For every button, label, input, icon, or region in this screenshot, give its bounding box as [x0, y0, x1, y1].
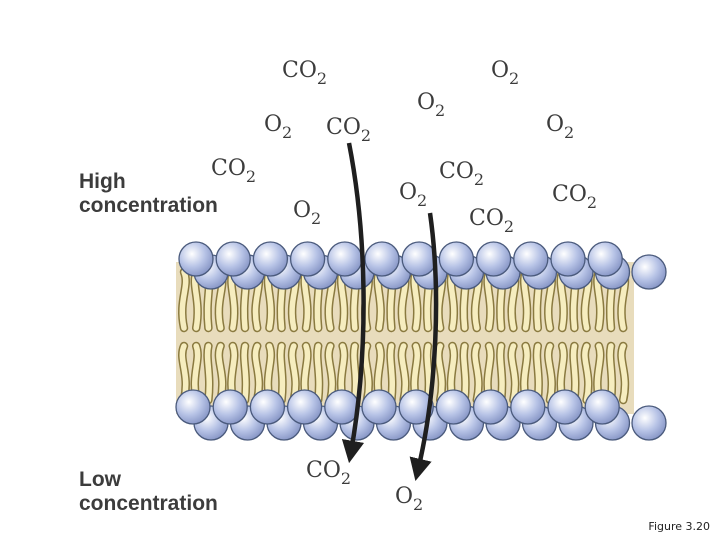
lipid-tail-lower-fill — [500, 346, 502, 400]
lipid-tail-lower-fill — [244, 346, 246, 400]
phospholipid-head — [477, 242, 511, 276]
lipid-tail-lower-fill — [281, 346, 283, 400]
o2-molecule: O2 — [399, 180, 427, 210]
phospholipid-head — [439, 242, 473, 276]
figure-caption: Figure 3.20 — [648, 520, 710, 533]
phospholipid-head — [436, 390, 470, 424]
lipid-tail-lower-fill — [427, 346, 429, 400]
lipid-tail-lower-fill — [464, 346, 466, 400]
cell-membrane — [176, 242, 666, 440]
phospholipid-head — [632, 255, 666, 289]
o2-molecule: O2 — [395, 484, 423, 514]
phospholipid-head — [250, 390, 284, 424]
low-label-line2: concentration — [79, 492, 218, 516]
phospholipid-head — [365, 242, 399, 276]
high-label-line1: High — [79, 170, 218, 194]
high-label-line2: concentration — [79, 194, 218, 218]
phospholipid-head — [179, 242, 213, 276]
lipid-tail-lower-fill — [208, 346, 210, 400]
phospholipid-head — [176, 390, 210, 424]
lipid-tail-lower-fill — [537, 346, 539, 400]
phospholipid-head — [548, 390, 582, 424]
phospholipid-head — [588, 242, 622, 276]
phospholipid-head — [632, 406, 666, 440]
co2-molecule: CO2 — [552, 182, 597, 212]
lipid-tail-lower-fill — [317, 346, 319, 400]
phospholipid-head — [585, 390, 619, 424]
phospholipid-head — [551, 242, 585, 276]
o2-molecule: O2 — [293, 198, 321, 228]
o2-molecule: O2 — [491, 58, 519, 88]
high-concentration-label: High concentration — [79, 170, 218, 218]
phospholipid-head — [514, 242, 548, 276]
phospholipid-head — [511, 390, 545, 424]
phospholipid-head — [474, 390, 508, 424]
co2-molecule: CO2 — [306, 458, 351, 488]
co2-molecule: CO2 — [282, 58, 327, 88]
lipid-tail-lower-fill — [354, 346, 356, 400]
phospholipid-head — [362, 390, 396, 424]
phospholipid-head — [253, 242, 287, 276]
co2-molecule: CO2 — [469, 206, 514, 236]
low-label-line1: Low — [79, 468, 218, 492]
co2-molecule: CO2 — [439, 159, 484, 189]
lipid-tail-lower-fill — [391, 346, 393, 400]
o2-molecule: O2 — [264, 112, 292, 142]
phospholipid-head — [402, 242, 436, 276]
phospholipid-head — [328, 242, 362, 276]
phospholipid-head — [216, 242, 250, 276]
co2-molecule: CO2 — [326, 115, 371, 145]
phospholipid-head — [325, 390, 359, 424]
phospholipid-head — [213, 390, 247, 424]
phospholipid-head — [288, 390, 322, 424]
o2-molecule: O2 — [546, 112, 574, 142]
o2-molecule: O2 — [417, 90, 445, 120]
phospholipid-head — [291, 242, 325, 276]
low-concentration-label: Low concentration — [79, 468, 218, 516]
